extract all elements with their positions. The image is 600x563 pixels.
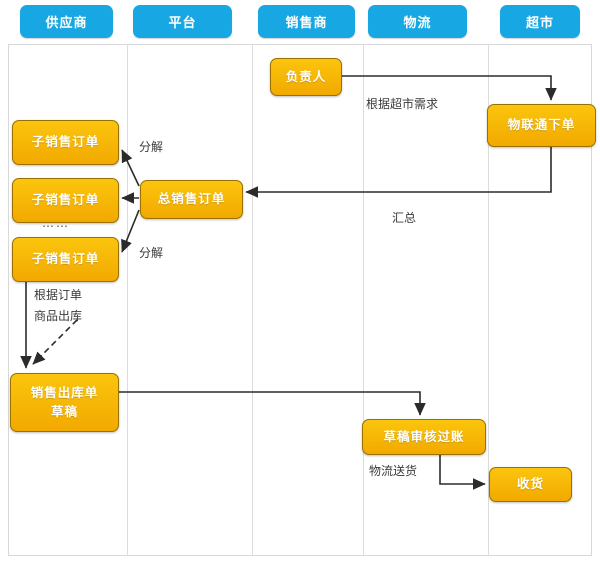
node-receive-line-1: 收货 xyxy=(516,476,544,492)
lane-header-platform[interactable]: 平台 xyxy=(133,5,232,38)
lane-divider-3 xyxy=(363,44,364,556)
ellipsis-more-sub-orders: …… xyxy=(42,216,70,230)
node-owner-line-1: 负责人 xyxy=(285,68,327,84)
node-iot-order-line-1: 物联通下单 xyxy=(507,117,576,133)
node-receive[interactable]: 收货 xyxy=(489,467,572,502)
node-sub-order-2[interactable]: 子销售订单 xyxy=(12,178,119,223)
edge-label-split-1: 分解 xyxy=(139,140,164,154)
lane-divider-4 xyxy=(488,44,489,556)
node-iot-order[interactable]: 物联通下单 xyxy=(487,104,596,147)
node-sub-order-1[interactable]: 子销售订单 xyxy=(12,120,119,165)
lane-header-label: 超市 xyxy=(525,16,554,31)
edge-label-split-2: 分解 xyxy=(139,246,164,260)
edge-label-out-2: 商品出库 xyxy=(34,309,83,323)
node-audit-post-line-1: 草稿审核过账 xyxy=(383,428,465,444)
node-sub-order-3-line-1: 子销售订单 xyxy=(31,251,100,267)
lane-header-market[interactable]: 超市 xyxy=(500,5,580,38)
node-delivery-draft-line-1: 销售出库单 xyxy=(30,385,99,401)
edge-label-summary: 汇总 xyxy=(392,211,417,225)
lane-header-label: 物流 xyxy=(403,16,432,31)
node-sub-order-3[interactable]: 子销售订单 xyxy=(12,237,119,282)
edge-label-out-1: 根据订单 xyxy=(34,288,83,302)
node-delivery-draft-line-2: 草稿 xyxy=(50,403,78,419)
node-sub-order-1-line-1: 子销售订单 xyxy=(31,134,100,150)
lane-header-logistics[interactable]: 物流 xyxy=(368,5,467,38)
edge-label-demand: 根据超市需求 xyxy=(366,97,439,111)
lane-divider-1 xyxy=(127,44,128,556)
node-total-order[interactable]: 总销售订单 xyxy=(140,180,243,219)
lane-header-label: 平台 xyxy=(168,16,197,31)
node-audit-post[interactable]: 草稿审核过账 xyxy=(362,419,486,455)
node-total-order-line-1: 总销售订单 xyxy=(157,191,226,207)
node-delivery-draft[interactable]: 销售出库单 草稿 xyxy=(10,373,119,432)
lane-header-label: 销售商 xyxy=(285,16,328,31)
lane-header-label: 供应商 xyxy=(45,16,88,31)
node-sub-order-2-line-1: 子销售订单 xyxy=(31,192,100,208)
edge-label-ship: 物流送货 xyxy=(369,464,418,478)
lane-header-seller[interactable]: 销售商 xyxy=(258,5,355,38)
lane-divider-2 xyxy=(252,44,253,556)
lane-header-supplier[interactable]: 供应商 xyxy=(20,5,113,38)
node-owner[interactable]: 负责人 xyxy=(270,58,342,96)
